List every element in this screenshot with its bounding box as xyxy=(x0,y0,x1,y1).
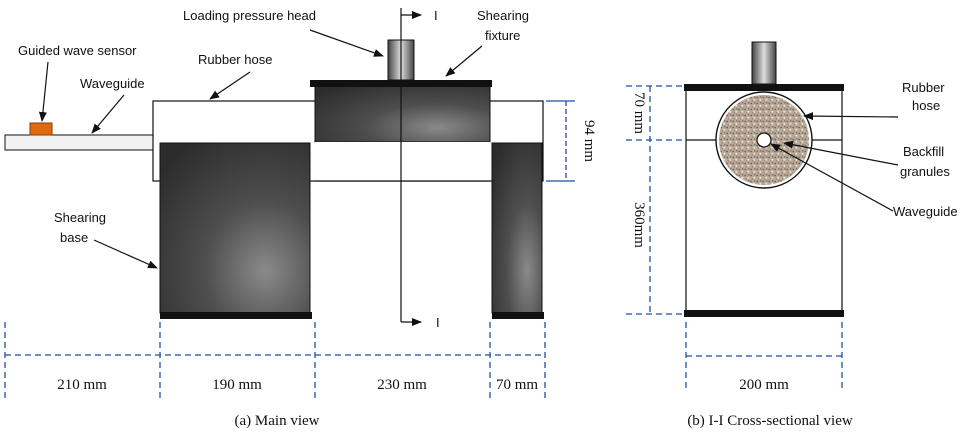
section-pressure-head xyxy=(751,41,777,85)
shearing-base-right xyxy=(491,142,543,314)
label-waveguide: Waveguide xyxy=(80,76,145,91)
section-waveguide xyxy=(756,132,772,148)
shearing-fixture-block xyxy=(314,83,491,143)
dimension-horizontal xyxy=(4,322,546,400)
leader-loading-head xyxy=(309,29,384,57)
dimension-210-label: 210 mm xyxy=(57,377,107,393)
cross-section-view: Rubber hose Backfill granules Waveguide … xyxy=(626,41,958,429)
leader-rubber-hose xyxy=(209,71,251,100)
guided-wave-sensor xyxy=(29,122,53,136)
leader-waveguide xyxy=(91,94,125,134)
label-section-rubber-1: Rubber xyxy=(902,80,945,95)
dimension-360-vertical-label: 360mm xyxy=(631,202,647,248)
section-bottom-plate xyxy=(684,310,844,317)
hose-channel xyxy=(315,142,490,181)
dimension-94mm xyxy=(546,100,575,182)
label-guided-wave-sensor: Guided wave sensor xyxy=(18,43,137,58)
leader-section-rubber xyxy=(803,112,899,121)
shearing-base-right-plate xyxy=(492,312,544,319)
label-rubber-hose: Rubber hose xyxy=(198,52,272,67)
leader-guided-wave-sensor xyxy=(38,61,49,122)
label-section-backfill-2: granules xyxy=(900,164,950,179)
waveguide-rod xyxy=(4,134,156,151)
dimension-200mm xyxy=(685,322,843,392)
label-section-rubber-2: hose xyxy=(912,98,940,113)
caption-section-view: (b) I-I Cross-sectional view xyxy=(687,413,853,429)
section-mark-top: I xyxy=(434,8,438,23)
dimension-70-label: 70 mm xyxy=(496,377,538,393)
dimension-vertical-section xyxy=(626,85,686,315)
section-top-plate xyxy=(684,84,844,91)
label-section-waveguide: Waveguide xyxy=(893,204,958,219)
dimension-94mm-label: 94 mm xyxy=(581,120,597,162)
dimension-200-label: 200 mm xyxy=(739,377,789,393)
leader-shearing-fixture xyxy=(445,45,483,77)
shearing-base-left xyxy=(159,142,311,314)
caption-main-view: (a) Main view xyxy=(235,413,320,429)
label-shearing-fixture-1: Shearing xyxy=(477,8,529,23)
label-shearing-fixture-2: fixture xyxy=(485,28,520,43)
main-view: I I Loading pressure head Shearing fixtu… xyxy=(4,8,597,429)
leader-section-waveguide xyxy=(770,143,894,212)
leader-shearing-base xyxy=(93,239,158,269)
label-shearing-base-1: Shearing xyxy=(54,210,106,225)
leader-section-backfill xyxy=(783,140,899,166)
dimension-70-vertical-label: 70 mm xyxy=(631,92,647,134)
label-shearing-base-2: base xyxy=(60,230,88,245)
section-mark-bottom: I xyxy=(436,315,440,330)
label-section-backfill-1: Backfill xyxy=(903,144,944,159)
dimension-190-label: 190 mm xyxy=(212,377,262,393)
label-loading-pressure-head: Loading pressure head xyxy=(183,8,316,23)
dimension-230-label: 230 mm xyxy=(377,377,427,393)
shearing-base-left-plate xyxy=(160,312,312,319)
